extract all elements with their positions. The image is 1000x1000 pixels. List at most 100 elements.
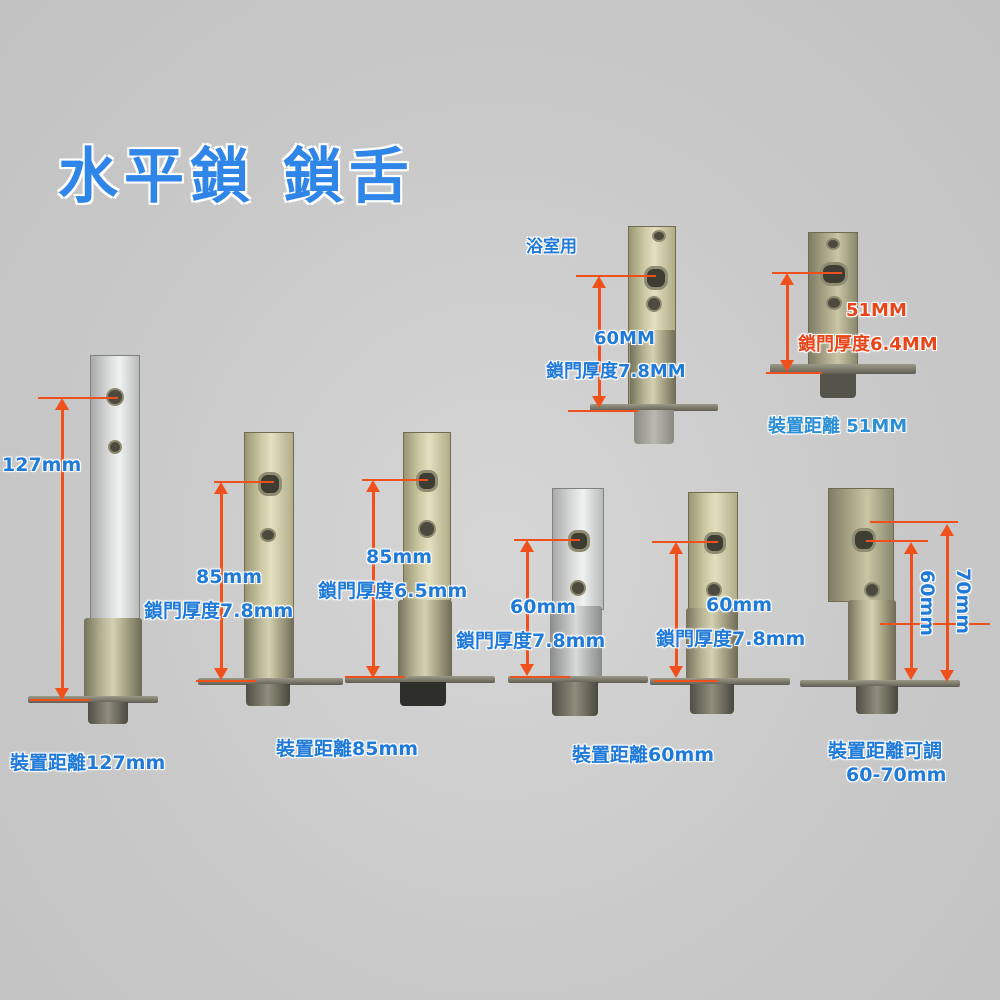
door-thickness-label: 鎖門厚度6.5mm bbox=[318, 580, 468, 602]
dimension-arrow bbox=[372, 486, 375, 670]
latch-tube bbox=[244, 610, 294, 680]
install-distance-label: 裝置距離85mm bbox=[276, 738, 419, 760]
dimension-label-70: 70mm bbox=[952, 568, 974, 635]
install-distance-label: 裝置距離127mm bbox=[10, 752, 166, 774]
latch-bolt bbox=[856, 686, 898, 714]
latch-tube bbox=[550, 606, 602, 678]
dimension-line-top bbox=[38, 397, 118, 399]
mount-hole bbox=[260, 528, 276, 542]
arrow-up-icon bbox=[780, 273, 794, 285]
mount-hole bbox=[646, 296, 662, 312]
spindle-hole bbox=[258, 472, 282, 496]
latch-faceplate bbox=[590, 404, 718, 411]
latch-bolt bbox=[88, 702, 128, 724]
arrow-up-icon bbox=[520, 540, 534, 552]
dimension-arrow bbox=[220, 488, 223, 672]
dimension-line-top bbox=[214, 481, 274, 483]
dimension-line-top bbox=[514, 539, 580, 541]
mount-hole bbox=[706, 582, 722, 598]
install-distance-label: 裝置距離 51MM bbox=[768, 416, 908, 437]
latch-tube bbox=[630, 330, 676, 406]
dimension-arrow bbox=[526, 546, 529, 668]
install-distance-range: 60-70mm bbox=[846, 764, 947, 786]
arrow-up-icon bbox=[366, 480, 380, 492]
latch-tube bbox=[686, 608, 738, 680]
arrow-up-icon bbox=[904, 542, 918, 554]
install-distance-label: 裝置距離60mm bbox=[572, 744, 715, 766]
latch-faceplate bbox=[508, 676, 648, 683]
dimension-label: 85mm bbox=[366, 546, 433, 568]
dimension-arrow bbox=[675, 548, 678, 670]
latch-bolt bbox=[690, 684, 734, 714]
install-distance-label: 裝置距離可調 bbox=[828, 740, 943, 762]
door-thickness-label: 鎖門厚度7.8mm bbox=[656, 628, 806, 650]
dimension-line-top bbox=[362, 479, 428, 481]
bathroom-tag: 浴室用 bbox=[526, 237, 577, 257]
arrow-up-icon bbox=[592, 276, 606, 288]
latch-faceplate bbox=[28, 696, 158, 703]
door-thickness-label: 鎖門厚度7.8mm bbox=[456, 630, 606, 652]
arrow-down-icon bbox=[592, 396, 606, 408]
spindle-hole bbox=[568, 530, 590, 552]
dimension-label: 85mm bbox=[196, 566, 263, 588]
dimension-arrow bbox=[598, 282, 601, 402]
dimension-arrow bbox=[786, 279, 789, 363]
page-title: 水平鎖 鎖舌 bbox=[58, 142, 415, 212]
top-hole bbox=[652, 230, 666, 242]
arrow-up-icon bbox=[214, 482, 228, 494]
mount-hole bbox=[826, 296, 842, 310]
arrow-up-icon bbox=[669, 542, 683, 554]
mount-hole bbox=[108, 440, 122, 454]
latch-bolt bbox=[820, 374, 856, 398]
latch-bolt bbox=[634, 410, 674, 444]
latch-tube bbox=[84, 618, 142, 698]
dimension-label: 60MM bbox=[594, 328, 655, 349]
arrow-up-icon bbox=[940, 524, 954, 536]
dimension-line-bottom bbox=[568, 410, 638, 412]
mount-hole bbox=[418, 520, 436, 538]
arrow-down-icon bbox=[55, 688, 69, 700]
mount-hole bbox=[570, 580, 586, 596]
top-hole bbox=[826, 238, 840, 250]
latch-faceplate bbox=[770, 364, 916, 374]
arrow-down-icon bbox=[214, 668, 228, 680]
latch-plate bbox=[403, 432, 451, 604]
door-thickness-label: 鎖門厚度6.4MM bbox=[798, 334, 938, 355]
latch-bolt bbox=[246, 684, 290, 706]
latch-faceplate bbox=[800, 680, 960, 687]
spindle-hole bbox=[704, 532, 726, 554]
latch-faceplate bbox=[650, 678, 790, 685]
arrow-down-icon bbox=[780, 360, 794, 372]
latch-faceplate bbox=[198, 678, 343, 685]
spindle-hole bbox=[416, 470, 438, 492]
dimension-arrow-70 bbox=[946, 530, 949, 674]
dimension-line-70-top bbox=[870, 521, 958, 523]
dimension-line-top bbox=[772, 272, 842, 274]
arrow-down-icon bbox=[904, 668, 918, 680]
dimension-line-bottom bbox=[654, 680, 718, 682]
door-thickness-label: 鎖門厚度7.8mm bbox=[144, 600, 294, 622]
arrow-down-icon bbox=[520, 664, 534, 676]
arrow-down-icon bbox=[940, 670, 954, 682]
latch-plate bbox=[244, 432, 294, 614]
arrow-up-icon bbox=[55, 398, 69, 410]
door-thickness-label: 鎖門厚度7.8MM bbox=[546, 361, 686, 382]
dimension-label: 60mm bbox=[510, 596, 577, 618]
dimension-line-60-top bbox=[866, 540, 928, 542]
spindle-hole bbox=[820, 262, 848, 286]
latch-bolt bbox=[552, 682, 598, 716]
dimension-label: 60mm bbox=[706, 594, 773, 616]
latch-bolt bbox=[400, 682, 446, 706]
dimension-line-mid bbox=[880, 623, 990, 625]
dimension-line-bottom bbox=[196, 680, 256, 682]
dimension-arrow-60 bbox=[910, 548, 913, 672]
latch-tube bbox=[848, 600, 896, 682]
arrow-down-icon bbox=[366, 666, 380, 678]
dimension-line-top bbox=[576, 275, 656, 277]
dimension-line-bottom bbox=[510, 676, 570, 678]
mount-hole bbox=[864, 582, 880, 598]
latch-tube bbox=[398, 600, 452, 678]
arrow-down-icon bbox=[669, 666, 683, 678]
dimension-label: 51MM bbox=[846, 300, 907, 321]
dimension-line-top bbox=[652, 541, 718, 543]
